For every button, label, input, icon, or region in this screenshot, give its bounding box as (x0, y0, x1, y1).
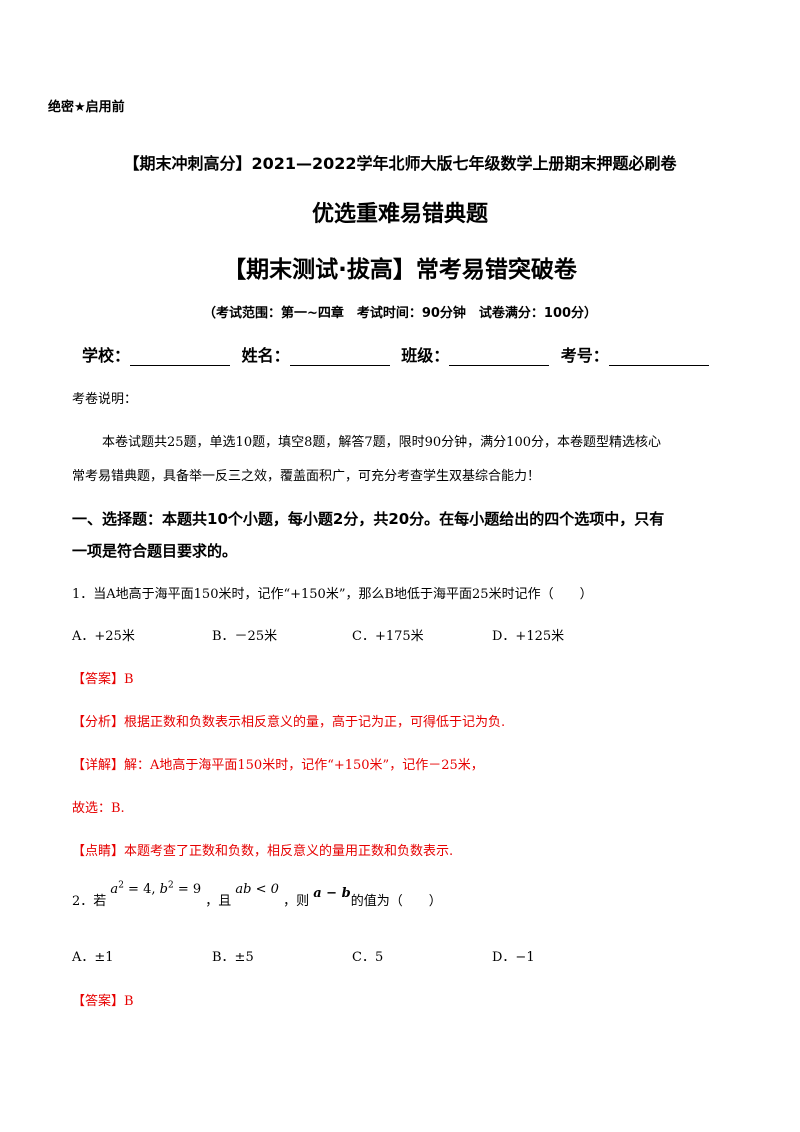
instructions-line-1: 本卷试题共25题，单选10题，填空8题，解答7题，限时90分钟，满分100分，本… (102, 435, 661, 450)
q1-analysis: 【分析】根据正数和负数表示相反意义的量，高于记为正，可得低于记为负. (72, 715, 506, 730)
q1-option-b[interactable]: B．－25米 (212, 629, 278, 644)
q2-option-d[interactable]: D．−1 (492, 950, 535, 965)
q2-eq-2: = 9 (173, 882, 202, 897)
exam-scope: （考试范围：第一~四章 考试时间：90分钟 试卷满分：100分） (202, 306, 598, 321)
q2-join-2: ，则 (283, 894, 310, 909)
q2-suffix: 的值为（ ） (350, 894, 442, 909)
q1-comment: 【点睛】本题考查了正数和负数，相反意义的量用正数和负数表示. (72, 844, 454, 859)
q2-var-b: b (159, 882, 168, 897)
q1-option-a[interactable]: A．+25米 (72, 629, 135, 644)
instructions-line-2: 常考易错典题，具备举一反三之效，覆盖面积广，可充分考查学生双基综合能力！ (72, 469, 541, 484)
secret-label: 绝密★启用前 (48, 100, 125, 115)
exam-subtitle: 优选重难易错典题 (311, 202, 488, 227)
q2-var-a: a (110, 882, 119, 897)
instructions-heading: 考卷说明： (72, 392, 138, 407)
q2-eq-1: = 4, (123, 882, 160, 897)
school-field[interactable] (130, 350, 231, 366)
q2-exp-b: 2 (167, 880, 174, 891)
exam-title: 【期末冲刺高分】2021—2022学年北师大版七年级数学上册期末押题必刷卷 (123, 154, 677, 173)
question-1-options: A．+25米 B．－25米 C．+175米 D．+125米 (72, 625, 672, 644)
name-field[interactable] (289, 350, 390, 366)
q1-choice: 故选：B. (72, 801, 125, 816)
q2-answer: 【答案】B (72, 994, 134, 1009)
q2-expression: a − b (313, 886, 351, 901)
q2-prefix: 2．若 (72, 894, 107, 909)
q1-option-c[interactable]: C．+175米 (352, 629, 424, 644)
q2-exp-a: 2 (118, 880, 124, 891)
section-heading-line-2: 一项是符合题目要求的。 (72, 542, 238, 560)
q1-option-d[interactable]: D．+125米 (492, 629, 565, 644)
class-label: 班级： (401, 346, 450, 365)
question-2-options: A．±1 B．±5 C．5 D．−1 (72, 946, 672, 965)
section-heading-line-1: 一、选择题：本题共10个小题，每小题2分，共20分。在每小题给出的四个选项中，只… (72, 510, 665, 528)
exam-paper-name: 【期末测试·拔高】常考易错突破卷 (223, 257, 577, 283)
exam-number-label: 考号： (560, 346, 609, 365)
student-info-fields: 学校： 姓名： 班级： 考号： (82, 342, 715, 366)
class-field[interactable] (449, 350, 550, 366)
question-1-stem: 1．当A地高于海平面150米时，记作“+150米”，那么B地低于海平面25米时记… (72, 587, 593, 602)
question-2-stem: 2．若 a2 = 4, b2 = 9 ，且 ab < 0 ，则 a − b的值为… (72, 881, 442, 909)
name-label: 姓名： (241, 346, 290, 365)
q2-option-b[interactable]: B．±5 (212, 950, 254, 965)
q1-answer: 【答案】B (72, 672, 134, 687)
school-label: 学校： (82, 346, 131, 365)
q2-condition-2: ab < 0 (235, 882, 279, 897)
q2-option-a[interactable]: A．±1 (72, 950, 114, 965)
exam-number-field[interactable] (608, 350, 709, 366)
q1-detail: 【详解】解：A地高于海平面150米时，记作“+150米”，记作－25米， (72, 758, 484, 773)
q2-condition-1: a2 = 4, b2 = 9 (110, 880, 202, 897)
q2-join-1: ，且 (205, 894, 232, 909)
q2-option-c[interactable]: C．5 (352, 950, 384, 965)
